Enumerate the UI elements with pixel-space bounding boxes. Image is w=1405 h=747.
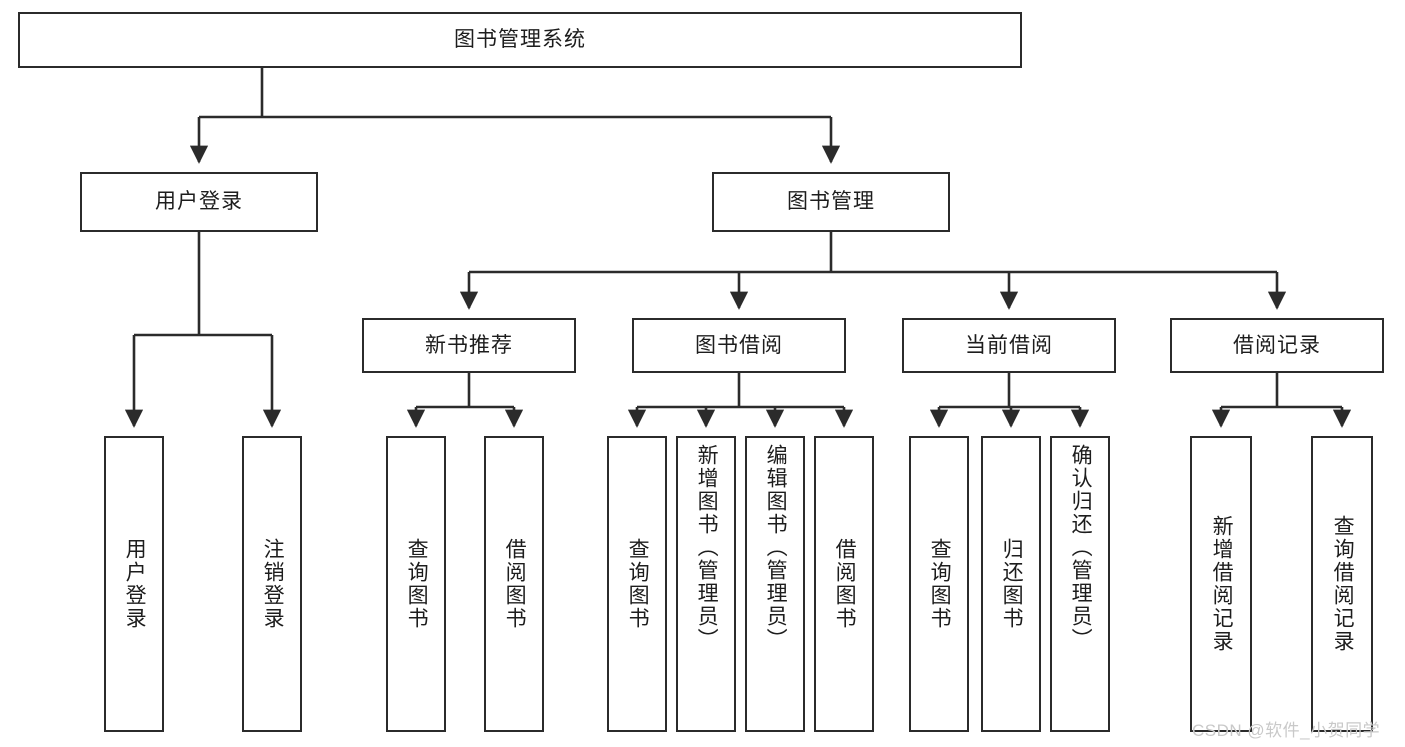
leaf-edit-book-admin[interactable]: 编辑图书（管理员） [745,436,805,732]
leaf-confirm-return-admin[interactable]: 确认归还（管理员） [1050,436,1110,732]
leaf-add-book-admin[interactable]: 新增图书（管理员） [676,436,736,732]
node-root-system[interactable]: 图书管理系统 [18,12,1022,68]
node-borrowing-records[interactable]: 借阅记录 [1170,318,1384,373]
leaf-logout[interactable]: 注销登录 [242,436,302,732]
leaf-query-borrow-record[interactable]: 查询借阅记录 [1311,436,1373,732]
leaf-add-borrow-record[interactable]: 新增借阅记录 [1190,436,1252,732]
leaf-query-book-rec[interactable]: 查询图书 [386,436,446,732]
leaf-borrow-book-rec[interactable]: 借阅图书 [484,436,544,732]
node-current-borrowing[interactable]: 当前借阅 [902,318,1116,373]
leaf-query-book-current[interactable]: 查询图书 [909,436,969,732]
node-user-login[interactable]: 用户登录 [80,172,318,232]
leaf-query-book-borrow[interactable]: 查询图书 [607,436,667,732]
leaf-user-login[interactable]: 用户登录 [104,436,164,732]
leaf-return-book[interactable]: 归还图书 [981,436,1041,732]
node-book-management[interactable]: 图书管理 [712,172,950,232]
node-book-borrowing[interactable]: 图书借阅 [632,318,846,373]
node-new-book-recommendation[interactable]: 新书推荐 [362,318,576,373]
leaf-borrow-book[interactable]: 借阅图书 [814,436,874,732]
csdn-watermark: CSDN @软件_小贺同学 [1192,721,1381,740]
